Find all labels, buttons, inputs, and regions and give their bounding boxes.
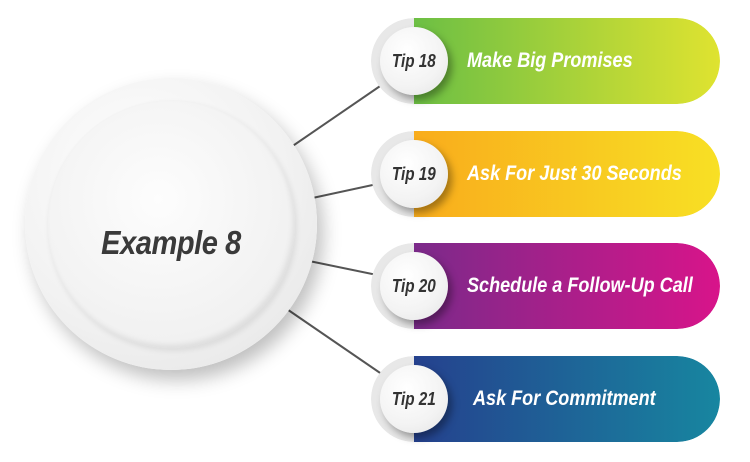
tip-number: Tip 19 [392, 164, 436, 184]
tip-band [414, 131, 720, 217]
center-circle-inner: Example 8 [47, 100, 295, 348]
tip-badge: Tip 18 [380, 27, 448, 95]
tip-label: Ask For Commitment [473, 387, 656, 410]
tip-number: Tip 18 [392, 51, 436, 71]
tip-label: Ask For Just 30 Seconds [467, 162, 682, 185]
tip-label: Make Big Promises [467, 49, 633, 72]
tip-badge: Tip 19 [380, 140, 448, 208]
center-title: Example 8 [101, 224, 241, 261]
tip-number: Tip 20 [392, 276, 436, 296]
tip-band [414, 18, 720, 104]
tip-band [414, 356, 720, 442]
tip-badge: Tip 21 [380, 365, 448, 433]
tip-band [414, 243, 720, 329]
center-circle: Example 8 [25, 78, 317, 370]
tip-number: Tip 21 [392, 389, 436, 409]
tip-badge: Tip 20 [380, 252, 448, 320]
tip-label: Schedule a Follow-Up Call [467, 274, 693, 297]
